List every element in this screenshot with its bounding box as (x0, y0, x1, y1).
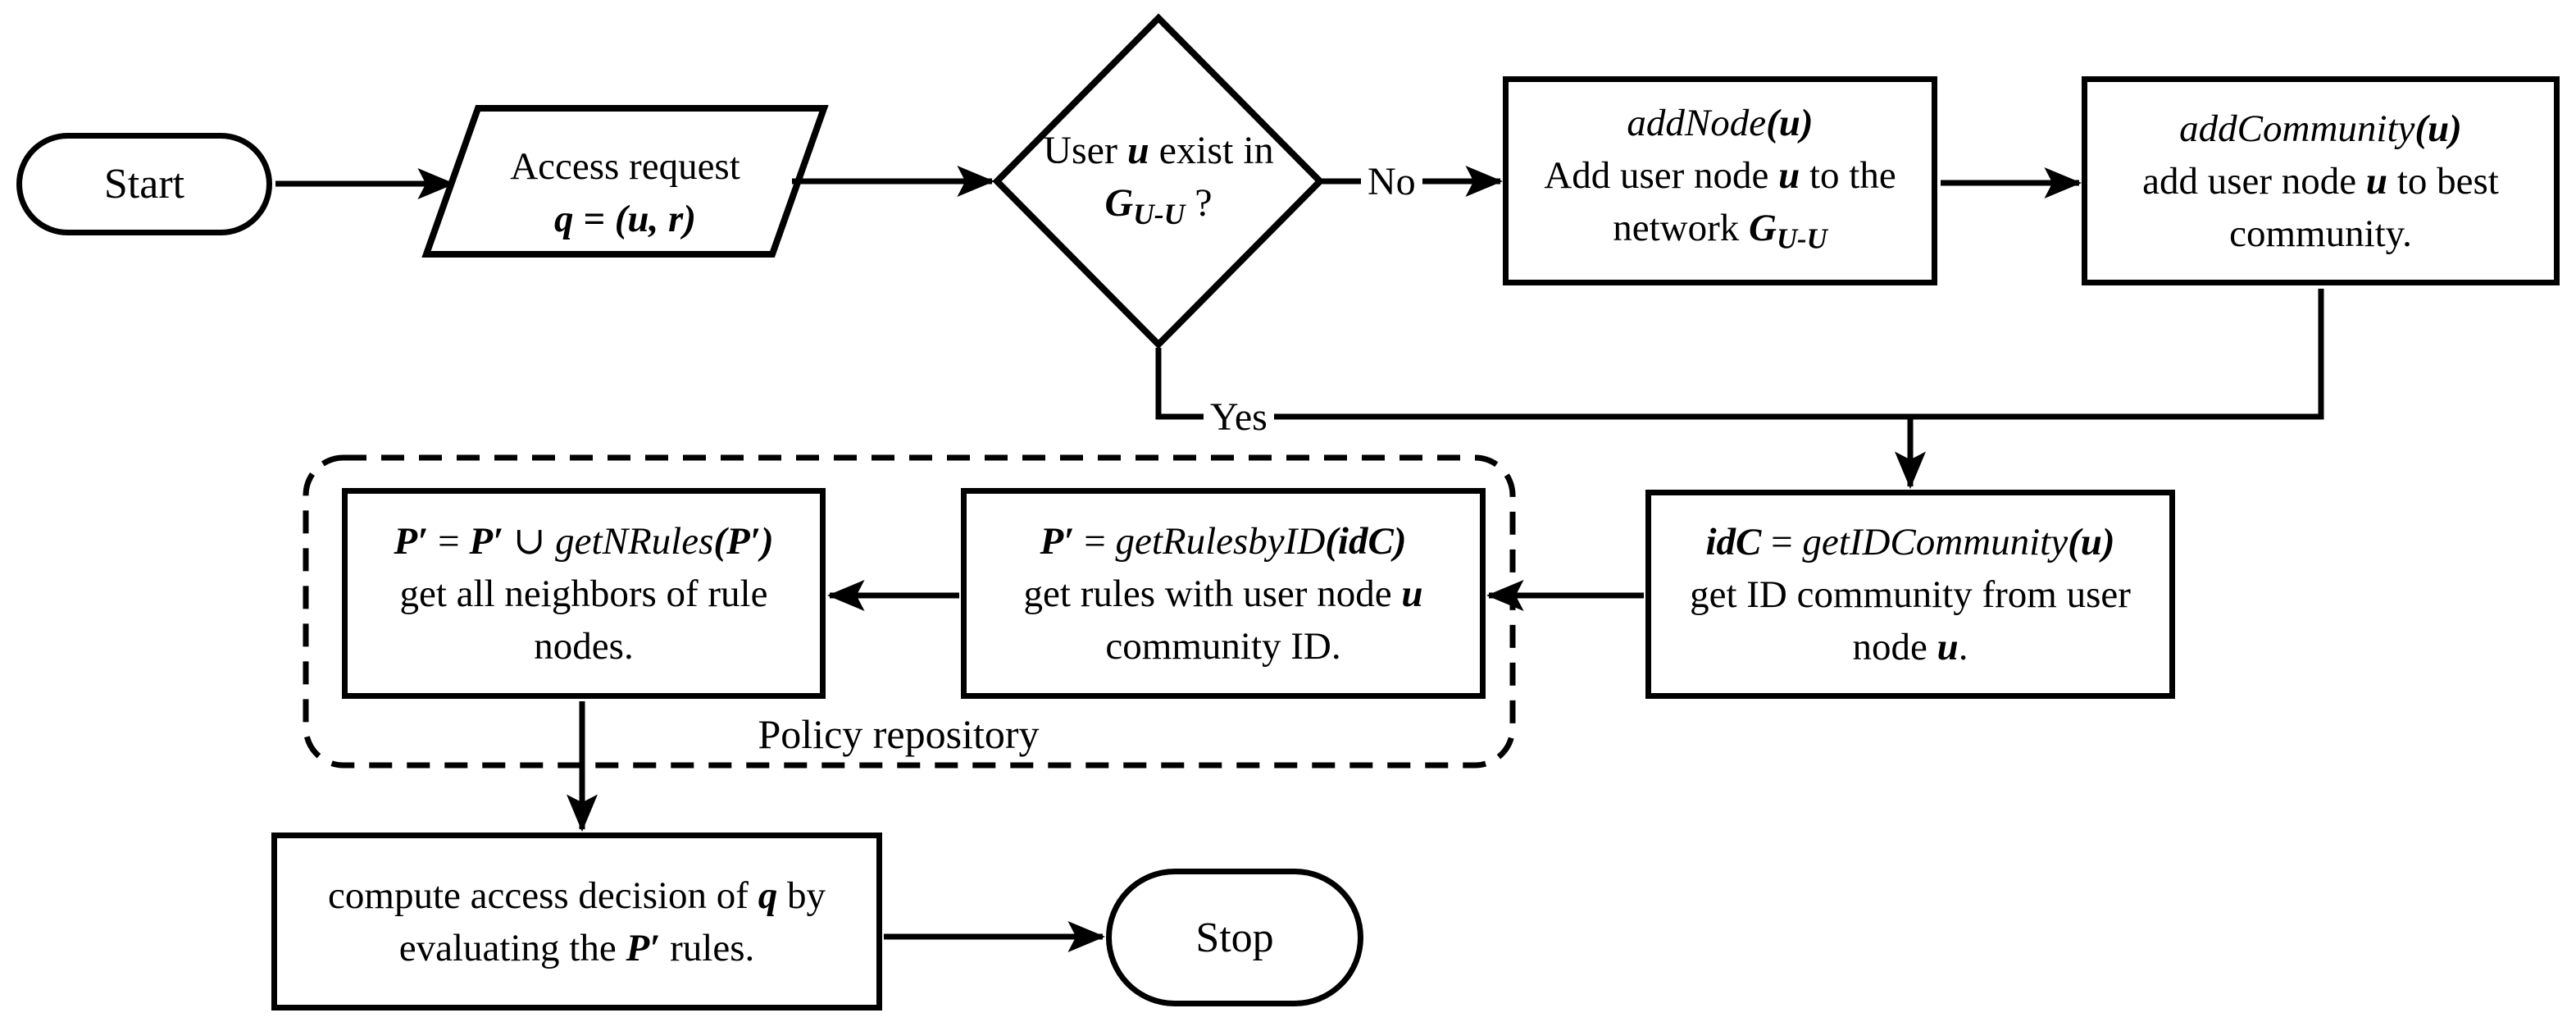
getrulesbyid-line1: P′ = getRulesbyID(idC) (1040, 519, 1407, 563)
policy-repository-text: Policy repository (758, 711, 1040, 757)
getrulesbyid-line3: community ID. (1105, 624, 1341, 668)
compute-decision-box: compute access decision of q by evaluati… (271, 833, 882, 1010)
getnrules-line2: get all neighbors of rule (399, 572, 768, 615)
edge-label-no: No (1361, 157, 1422, 205)
decision-diamond (992, 13, 1325, 349)
getnrules-line3: nodes. (534, 624, 634, 668)
addnode-line3: network GU-U (1613, 206, 1827, 255)
addcommunity-line2: add user node u to best (2142, 159, 2499, 203)
compute-line2: evaluating the P′ rules. (398, 926, 755, 969)
addnode-box: addNode(u) Add user node u to the networ… (1503, 76, 1937, 285)
addnode-line2: Add user node u to the (1544, 153, 1896, 197)
addcommunity-box: addCommunity(u) add user node u to best … (2082, 76, 2560, 285)
policy-repository-dashed-border (303, 454, 1516, 769)
getrulesbyid-line2: get rules with user node u (1023, 572, 1423, 615)
getnrules-line1: P′ = P′ ∪ getNRules(P′) (394, 519, 774, 563)
getnrules-box: P′ = P′ ∪ getNRules(P′) get all neighbor… (342, 488, 826, 699)
yes-label-text: Yes (1210, 395, 1268, 439)
start-terminal: Start (16, 133, 272, 235)
idcommunity-line1: idC = getIDCommunity(u) (1705, 520, 2115, 563)
compute-line1: compute access decision of q by (328, 874, 826, 917)
access-request-parallelogram (421, 105, 829, 258)
start-label: Start (103, 161, 185, 208)
edge-label-yes: Yes (1204, 393, 1274, 440)
addnode-line1: addNode(u) (1627, 101, 1814, 144)
getrulesbyid-box: P′ = getRulesbyID(idC) get rules with us… (961, 488, 1486, 699)
idcommunity-line2: get ID community from user (1690, 573, 2131, 616)
idcommunity-box: idC = getIDCommunity(u) get ID community… (1645, 490, 2175, 699)
idcommunity-line3: node u. (1852, 625, 1968, 668)
stop-label: Stop (1195, 914, 1274, 961)
policy-repository-label: Policy repository (730, 710, 1067, 758)
addcommunity-line3: community. (2229, 212, 2412, 255)
addcommunity-line1: addCommunity(u) (2179, 107, 2462, 150)
stop-terminal: Stop (1106, 869, 1363, 1006)
no-label-text: No (1368, 159, 1416, 203)
connector-yes-merge-path (1155, 289, 2324, 420)
